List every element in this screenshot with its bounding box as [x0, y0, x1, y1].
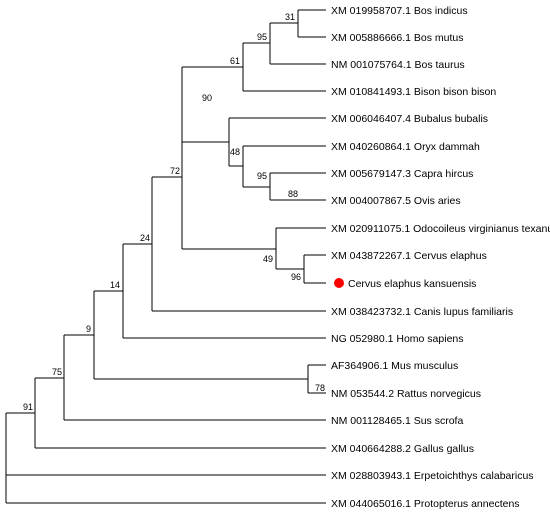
bootstrap-value: 24: [140, 233, 150, 243]
bootstrap-value: 95: [257, 32, 267, 42]
bootstrap-value: 9: [86, 324, 91, 334]
leaf-label: XM 028803943.1 Erpetoichthys calabaricus: [331, 470, 534, 482]
bootstrap-value: 14: [110, 280, 120, 290]
bootstrap-value: 88: [288, 189, 298, 199]
bootstrap-value: 91: [23, 402, 33, 412]
bootstrap-value: 31: [285, 12, 295, 22]
bootstrap-value: 48: [230, 147, 240, 157]
leaf-label: XM 038423732.1 Canis lupus familiaris: [331, 306, 513, 318]
leaf-label: XM 006046407.4 Bubalus bubalis: [331, 113, 488, 125]
bootstrap-value: 78: [315, 383, 325, 393]
leaf-label: NM 001128465.1 Sus scrofa: [331, 415, 463, 427]
leaf-label: XM 044065016.1 Protopterus annectens: [331, 498, 520, 510]
bootstrap-value: 72: [170, 166, 180, 176]
leaf-label: XM 020911075.1 Odocoileus virginianus te…: [331, 223, 550, 235]
leaf-label: XM 004007867.5 Ovis aries: [331, 195, 461, 207]
leaf-label: XM 040260864.1 Oryx dammah: [331, 141, 480, 153]
bootstrap-value: 95: [257, 171, 267, 181]
leaf-label: AF364906.1 Mus musculus: [331, 360, 458, 372]
leaf-label: XM 005886666.1 Bos mutus: [331, 32, 464, 44]
bootstrap-value: 96: [291, 272, 301, 282]
bootstrap-value: 49: [263, 254, 273, 264]
leaf-label: XM 043872267.1 Cervus elaphus: [331, 250, 487, 262]
highlight-marker-icon: [334, 278, 344, 288]
bootstrap-value: 90: [202, 93, 212, 103]
highlighted-leaf-label: Cervus elaphus kansuensis: [348, 278, 476, 290]
bootstrap-value: 61: [230, 56, 240, 66]
leaf-label: XM 005679147.3 Capra hircus: [331, 168, 473, 180]
leaf-label: XM 040664288.2 Gallus gallus: [331, 443, 474, 455]
tree-branches: [5, 9, 326, 504]
bootstrap-value: 75: [52, 367, 62, 377]
leaf-label: XM 010841493.1 Bison bison bison: [331, 86, 496, 98]
leaf-labels: XM 019958707.1 Bos indicus XM 005886666.…: [331, 5, 550, 510]
leaf-label: XM 019958707.1 Bos indicus: [331, 5, 468, 17]
leaf-label: NM 001075764.1 Bos taurus: [331, 59, 465, 71]
leaf-label: NG 052980.1 Homo sapiens: [331, 333, 464, 345]
leaf-label: NM 053544.2 Rattus norvegicus: [331, 388, 481, 400]
bootstrap-values: 31 95 61 90 48 95 88 72 49 96 24 14 9 78…: [23, 12, 325, 412]
